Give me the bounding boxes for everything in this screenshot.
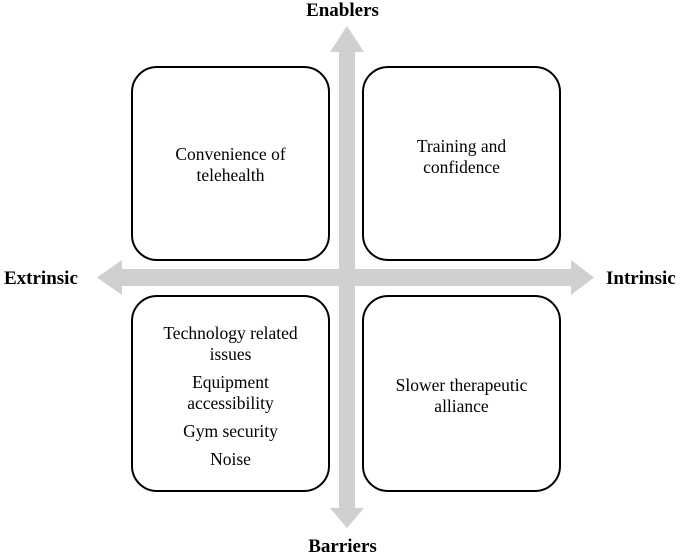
- quadrant-intrinsic-barriers: Slower therapeutic alliance: [362, 295, 561, 492]
- axis-label-enablers: Enablers: [306, 0, 379, 21]
- list-item: Noise: [139, 449, 322, 470]
- axis-label-intrinsic: Intrinsic: [606, 268, 676, 289]
- text-line: Gym security: [183, 421, 278, 441]
- quadrant-extrinsic-enablers: Convenience of telehealth: [131, 66, 330, 261]
- text-line: accessibility: [187, 393, 274, 413]
- list-item: Gym security: [139, 421, 322, 442]
- text-line: telehealth: [196, 165, 265, 185]
- list-item: Technology related issues: [139, 323, 322, 365]
- text-line: confidence: [423, 157, 500, 177]
- text-line: Training and: [416, 136, 507, 156]
- quadrant-text: Training and confidence: [374, 136, 549, 178]
- horizontal-axis-shaft: [122, 269, 573, 286]
- axis-label-barriers: Barriers: [308, 536, 377, 557]
- text-line: issues: [209, 344, 252, 364]
- left-arrow-head: [97, 260, 122, 295]
- horizontal-axis-arrow: [97, 260, 594, 295]
- down-arrow-head: [330, 508, 364, 528]
- text-line: alliance: [434, 396, 489, 416]
- quadrant-text: Convenience of telehealth: [143, 144, 318, 186]
- text-line: Convenience of: [175, 144, 286, 164]
- text-line: Noise: [210, 449, 251, 469]
- right-arrow-head: [571, 260, 594, 295]
- text-line: Equipment: [192, 372, 269, 392]
- up-arrow-head: [330, 26, 364, 52]
- axis-label-extrinsic: Extrinsic: [4, 268, 78, 289]
- quadrant-text: Slower therapeutic alliance: [374, 375, 549, 417]
- text-line: Technology related: [163, 323, 298, 343]
- quadrant-intrinsic-enablers: Training and confidence: [362, 66, 561, 261]
- barrier-list: Technology related issues Equipment acce…: [139, 323, 322, 477]
- list-item: Equipment accessibility: [139, 372, 322, 414]
- text-line: Slower therapeutic: [395, 375, 528, 395]
- quadrant-extrinsic-barriers: Technology related issues Equipment acce…: [131, 295, 330, 492]
